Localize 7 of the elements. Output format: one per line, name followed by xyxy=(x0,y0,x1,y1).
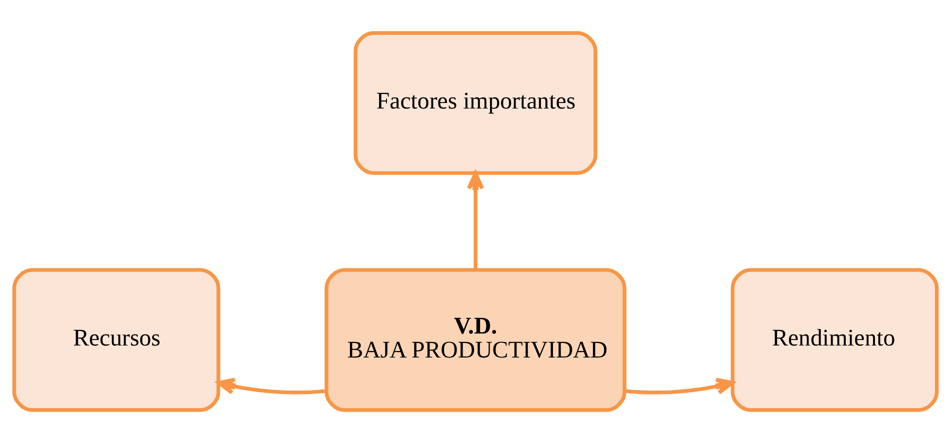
arrow xyxy=(216,378,326,395)
node-box: V.D. BAJA PRODUCTIVIDAD xyxy=(324,268,626,412)
node-box: Recursos xyxy=(12,268,220,412)
node-box: Factores importantes xyxy=(354,31,598,175)
arrow xyxy=(624,378,734,395)
arrow xyxy=(466,172,484,270)
node-box: Rendimiento xyxy=(730,268,939,412)
